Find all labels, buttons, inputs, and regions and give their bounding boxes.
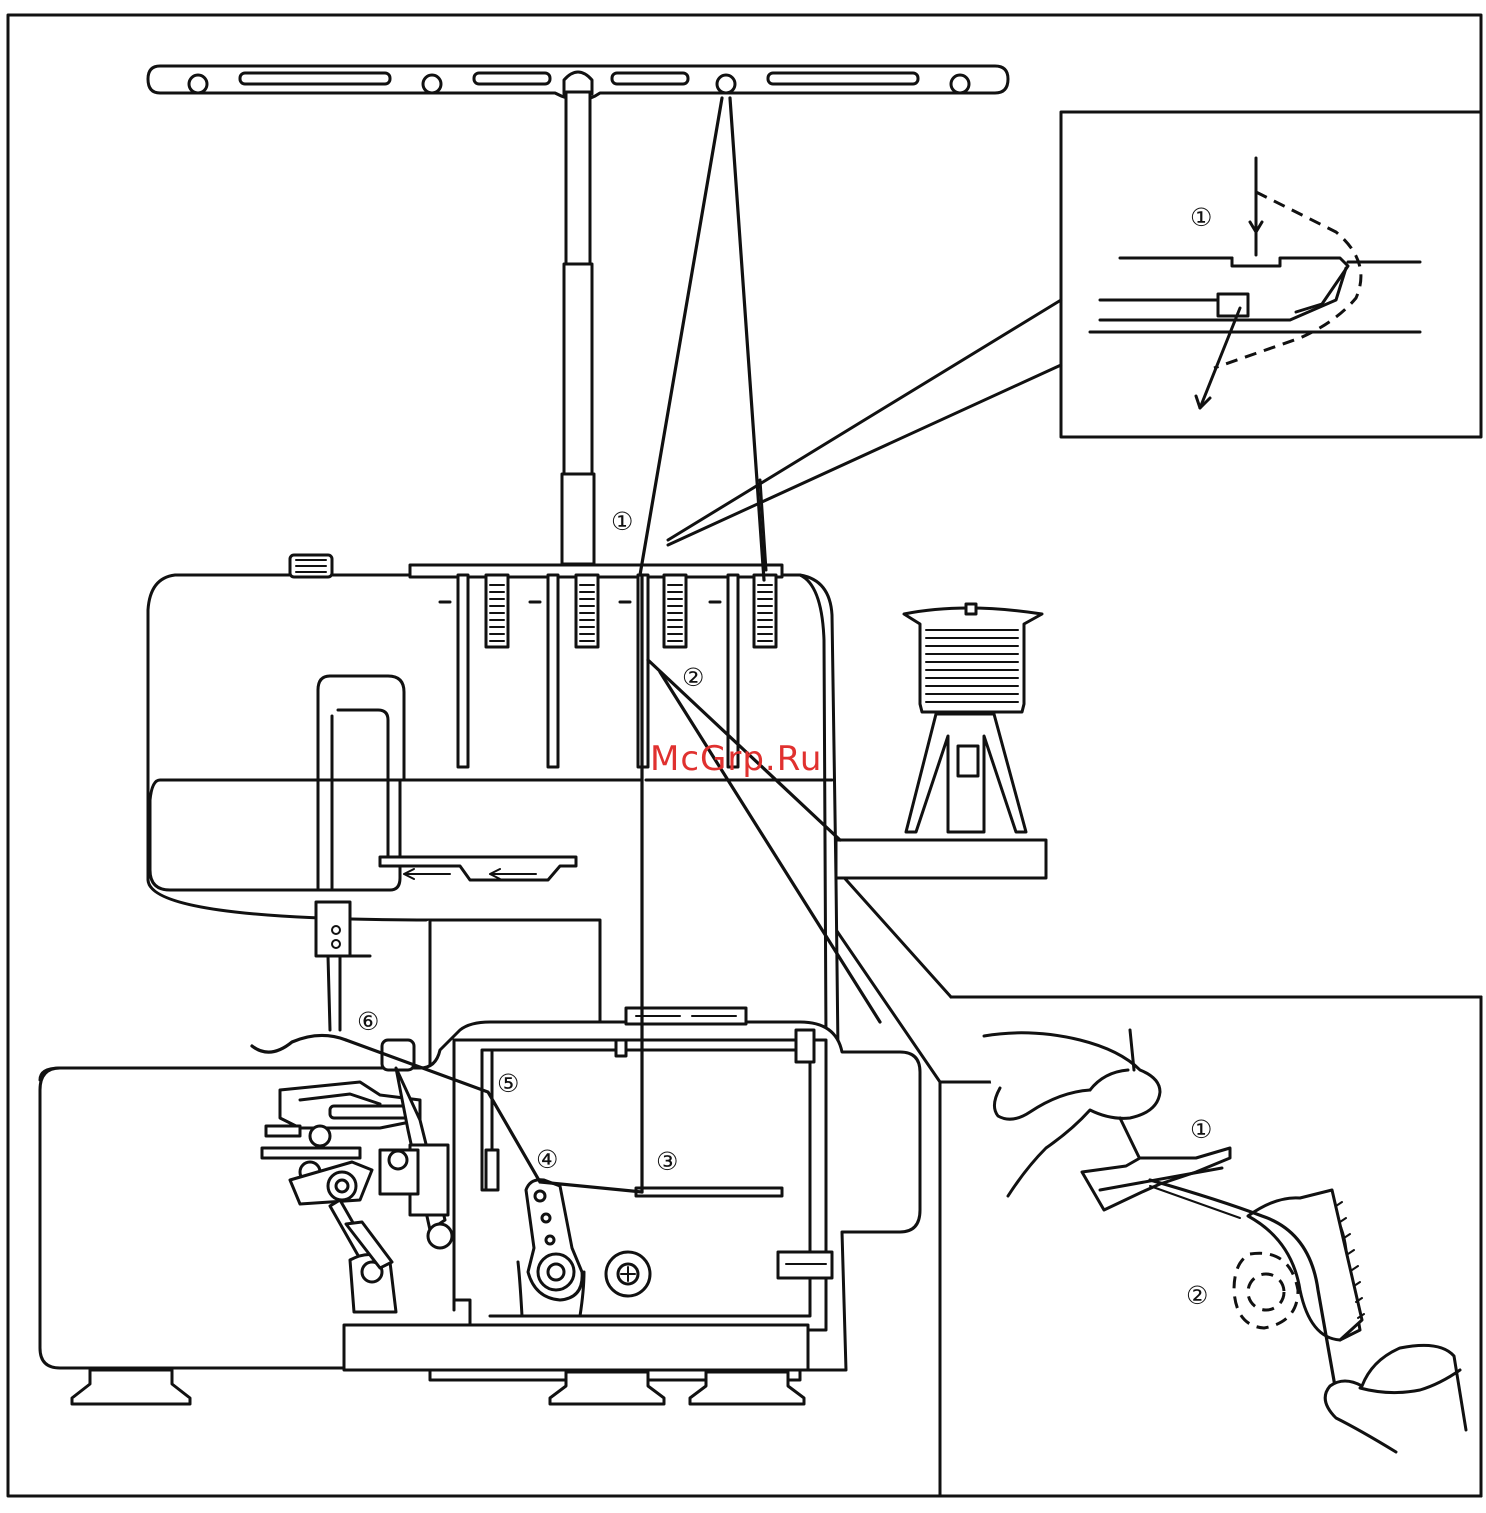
inset-bottom-step-1: ① <box>1190 1115 1212 1144</box>
inset-bottom-step-2: ② <box>1186 1281 1208 1310</box>
step-4-label: ④ <box>536 1145 558 1174</box>
step-6-label: ⑥ <box>357 1007 379 1036</box>
step-5-label: ⑤ <box>497 1069 519 1098</box>
thread-spool-icon <box>836 604 1046 878</box>
hand-threading-detail-inset: ① ② <box>984 1030 1466 1452</box>
watermark: McGrp.Ru <box>650 739 822 779</box>
step-2-label: ② <box>682 663 704 692</box>
inset-top-step-1: ① <box>1190 203 1212 232</box>
step-3-label: ③ <box>656 1147 678 1176</box>
step-1-label: ① <box>611 507 633 536</box>
serger-machine-icon <box>40 480 920 1404</box>
thread-stand-icon <box>148 66 1008 564</box>
thread-guide-detail-inset: ① <box>1090 158 1420 408</box>
